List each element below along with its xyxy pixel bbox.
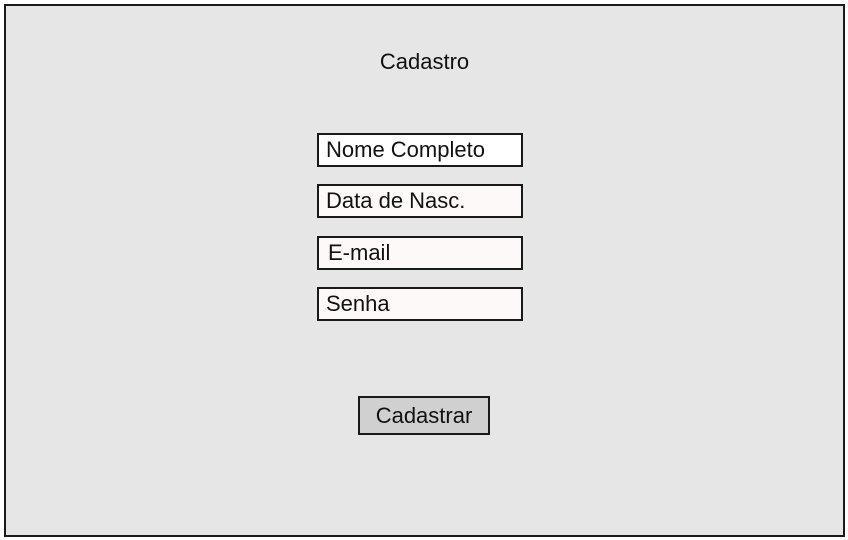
register-button[interactable]: Cadastrar: [358, 396, 490, 435]
birth-date-input[interactable]: [317, 184, 523, 218]
page-title: Cadastro: [379, 49, 470, 74]
email-input[interactable]: [317, 236, 523, 270]
registration-window: Cadastro Cadastrar: [4, 4, 845, 537]
full-name-input[interactable]: [317, 133, 523, 167]
password-input[interactable]: [317, 287, 523, 321]
